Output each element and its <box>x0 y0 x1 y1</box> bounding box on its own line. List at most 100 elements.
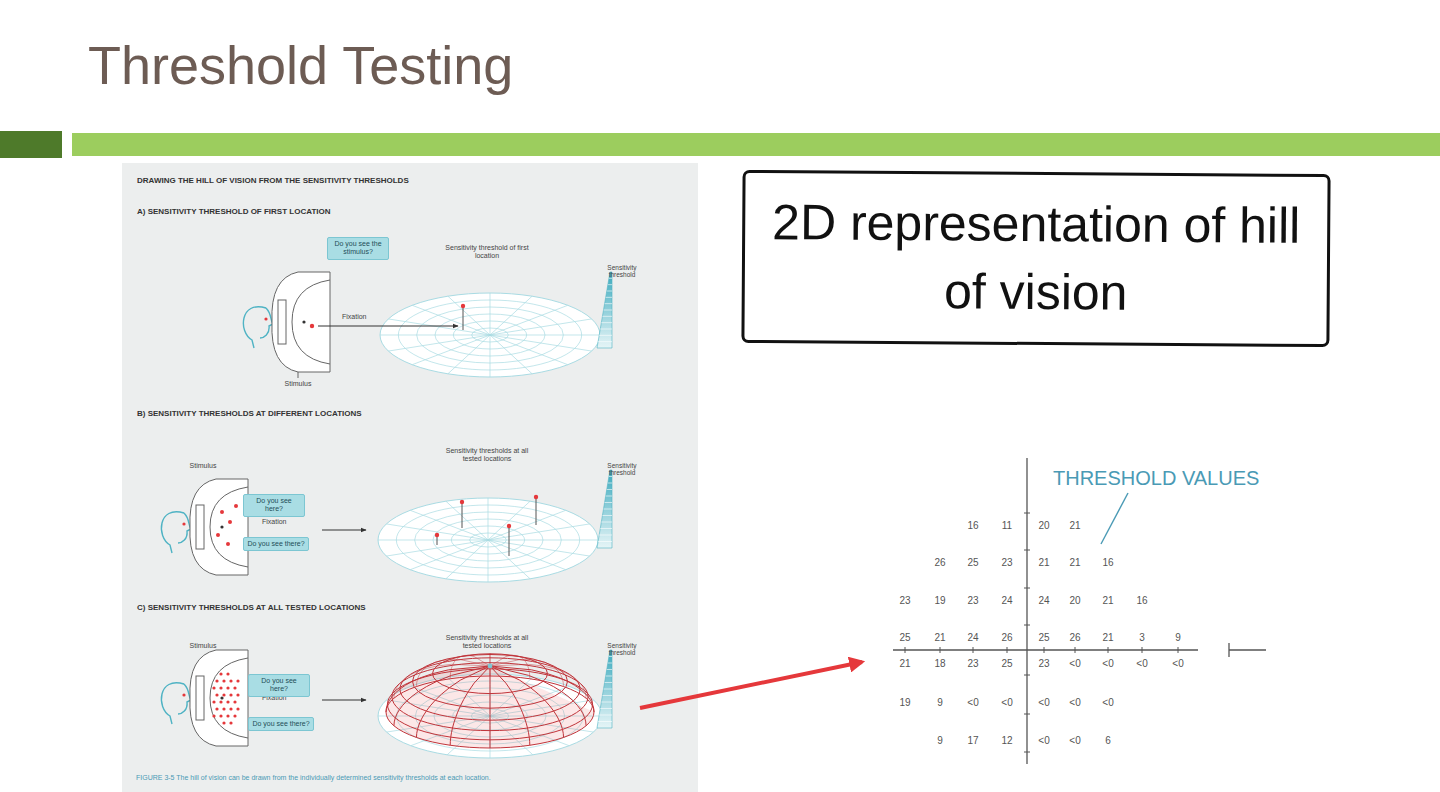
threshold-pin <box>463 306 464 330</box>
stimulus-dot <box>212 700 215 703</box>
threshold-value: 9 <box>1174 632 1182 643</box>
threshold-value: <0 <box>1068 735 1081 746</box>
figure-label: Sensitivity threshold <box>600 264 644 279</box>
figure-label: Sensitivity threshold <box>600 642 644 657</box>
threshold-dot <box>460 500 464 504</box>
stimulus-dot <box>215 707 218 710</box>
bubble-text: Do you see here? <box>247 497 301 514</box>
stimulus-dot <box>219 714 222 717</box>
patient-head <box>243 307 273 348</box>
threshold-value: 20 <box>1068 595 1081 606</box>
stimulus-dot <box>233 714 236 717</box>
stimulus-dot <box>212 686 215 689</box>
threshold-value: 21 <box>1101 595 1114 606</box>
process-arrow <box>322 700 366 701</box>
threshold-value: <0 <box>1037 697 1050 708</box>
figure-label: DRAWING THE HILL OF VISION FROM THE SENS… <box>137 176 409 185</box>
stimulus-dot <box>233 700 236 703</box>
header-bar <box>72 133 1440 156</box>
red-arrow <box>640 662 862 708</box>
threshold-value: 12 <box>1000 735 1013 746</box>
threshold-value: 23 <box>1037 658 1050 669</box>
figure-label: Sensitivity thresholds at all tested loc… <box>442 634 532 650</box>
threshold-value: 26 <box>1000 632 1013 643</box>
threshold-value: <0 <box>1037 735 1050 746</box>
speech-bubble: Do you see here? <box>243 494 305 517</box>
bubble-text: Do you see the stimulus? <box>331 240 385 257</box>
figure-label: Fixation <box>262 518 287 526</box>
stimulus-dot <box>219 672 222 675</box>
threshold-value: 25 <box>1000 658 1013 669</box>
patient-head <box>161 683 191 724</box>
threshold-scale <box>597 470 612 548</box>
stimulus-dot <box>219 700 222 703</box>
threshold-value: 23 <box>898 595 911 606</box>
threshold-value: 26 <box>1068 632 1081 643</box>
threshold-dot <box>435 533 439 537</box>
threshold-scale <box>597 650 612 728</box>
threshold-value: 24 <box>1037 595 1050 606</box>
threshold-value: 9 <box>936 735 944 746</box>
stimulus-dot <box>229 721 232 724</box>
threshold-value: <0 <box>1068 697 1081 708</box>
threshold-value: <0 <box>1171 658 1184 669</box>
threshold-value: 3 <box>1138 632 1146 643</box>
hill-of-vision-figure <box>161 272 612 758</box>
figure-label: Sensitivity threshold of first location <box>442 244 532 260</box>
threshold-value: 18 <box>933 658 946 669</box>
leader-line <box>1101 493 1128 544</box>
figure-label: Stimulus <box>183 642 223 650</box>
process-arrow <box>322 530 366 531</box>
stimulus-dot <box>233 686 236 689</box>
threshold-value: 23 <box>966 658 979 669</box>
threshold-value: 25 <box>1037 632 1050 643</box>
figure-label: A) SENSITIVITY THRESHOLD OF FIRST LOCATI… <box>137 207 330 216</box>
threshold-pin <box>536 497 537 525</box>
stimulus-dot <box>219 686 222 689</box>
stimulus-dot <box>229 679 232 682</box>
stimulus-dot <box>236 693 239 696</box>
stimulus-dot <box>226 714 229 717</box>
threshold-value: 21 <box>898 658 911 669</box>
field-plate <box>378 498 598 582</box>
axis-ticks <box>905 513 1178 752</box>
threshold-value: 19 <box>933 595 946 606</box>
threshold-value: 24 <box>966 632 979 643</box>
figure-caption: FIGURE 3-5 The hill of vision can be dra… <box>136 774 491 781</box>
figure-label: Stimulus <box>278 380 318 388</box>
stimulus-dot <box>226 672 229 675</box>
speech-bubble: Do you see there? <box>243 537 309 551</box>
threshold-value: 23 <box>1000 557 1013 568</box>
threshold-value: <0 <box>1101 697 1114 708</box>
threshold-value: <0 <box>966 697 979 708</box>
threshold-value: 24 <box>1000 595 1013 606</box>
threshold-dot <box>534 495 538 499</box>
threshold-value: 17 <box>966 735 979 746</box>
threshold-value: <0 <box>1000 697 1013 708</box>
stimulus-dot <box>226 686 229 689</box>
process-arrow <box>318 326 458 327</box>
speech-bubble: Do you see there? <box>248 717 314 731</box>
threshold-value: 25 <box>966 557 979 568</box>
figure-label: Stimulus <box>183 462 223 470</box>
threshold-value: 20 <box>1037 520 1050 531</box>
perimeter-bowl <box>272 272 330 372</box>
stimulus-dot <box>226 542 230 546</box>
stimulus-dot <box>226 700 229 703</box>
stimulus-dot <box>310 324 314 328</box>
threshold-value: 11 <box>1001 520 1013 531</box>
stimulus-dot <box>222 679 225 682</box>
threshold-value: 23 <box>966 595 979 606</box>
threshold-pin <box>509 526 510 556</box>
stimulus-dot <box>212 714 215 717</box>
stimulus-dot <box>229 693 232 696</box>
threshold-value: 16 <box>1101 557 1114 568</box>
threshold-value: 19 <box>898 697 911 708</box>
stimulus-dot <box>236 679 239 682</box>
field-plate <box>380 293 600 377</box>
stimulus-dot <box>220 510 224 514</box>
figure-label: Sensitivity threshold <box>600 462 644 477</box>
perimeter-bowl <box>190 650 248 746</box>
stimulus-dot <box>228 520 232 524</box>
patient-head <box>161 512 191 553</box>
